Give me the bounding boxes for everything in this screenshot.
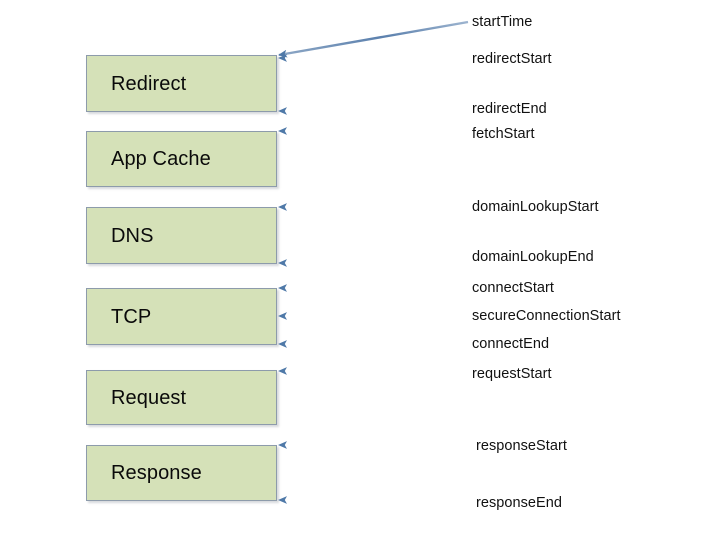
- marker-label: redirectEnd: [472, 101, 547, 117]
- marker-label: domainLookupEnd: [472, 249, 594, 265]
- phase-box: DNS: [86, 207, 277, 264]
- marker-label: domainLookupStart: [472, 199, 599, 215]
- marker-label: connectEnd: [472, 336, 550, 352]
- marker-label: secureConnectionStart: [472, 308, 621, 324]
- marker-label: responseEnd: [476, 495, 562, 511]
- phase-label: Response: [111, 462, 202, 484]
- phase-label: DNS: [111, 224, 154, 247]
- marker-label: redirectStart: [472, 51, 552, 67]
- phase-label: Redirect: [111, 72, 187, 95]
- marker-label: startTime: [472, 14, 533, 30]
- phase-label: App Cache: [111, 148, 211, 170]
- phase-box: App Cache: [86, 131, 277, 187]
- phase-box: TCP: [86, 288, 277, 345]
- phase-label: TCP: [111, 305, 152, 328]
- marker-arrow: [278, 20, 469, 58]
- marker-label: connectStart: [472, 280, 555, 296]
- marker-label: fetchStart: [472, 126, 535, 142]
- phase-box: Request: [86, 370, 277, 425]
- phase-box: Redirect: [86, 55, 277, 112]
- phase-label: Request: [111, 386, 187, 409]
- marker-label: requestStart: [472, 366, 552, 382]
- phase-box: Response: [86, 445, 277, 501]
- marker-label: responseStart: [476, 438, 567, 454]
